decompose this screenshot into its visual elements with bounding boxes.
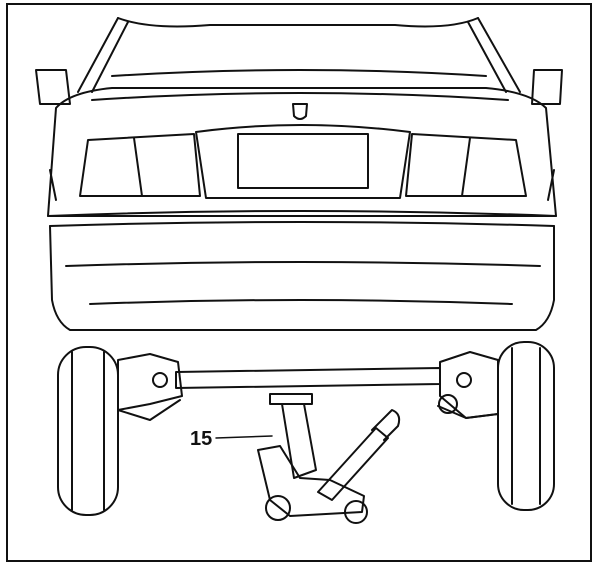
left-hub-bolt [152, 372, 168, 388]
body-outline [47, 87, 557, 217]
right-tail-light [405, 133, 527, 197]
jack-lift-arm [281, 403, 317, 479]
trunk-lid-line [91, 92, 509, 101]
rear-axle-assembly [57, 341, 555, 516]
bumper-valance [89, 299, 513, 305]
jack-saddle [269, 393, 313, 405]
bumper-lower-line [65, 261, 541, 267]
bumper-body [49, 225, 555, 331]
jack-wheel-right [344, 500, 368, 524]
right-wheel-tread [511, 347, 541, 505]
left-c-pillar [77, 17, 129, 93]
right-wheel [497, 341, 555, 511]
car-rear-view [35, 17, 563, 331]
jack-body [257, 445, 365, 517]
left-side-reflector [49, 169, 57, 201]
left-tail-light-divider [133, 137, 143, 197]
license-plate [237, 133, 369, 189]
left-hub-assembly [117, 353, 183, 411]
right-spring-seat [438, 394, 458, 414]
license-plate-recess [195, 124, 411, 199]
bumper-top [47, 210, 557, 217]
axle-beam [175, 367, 441, 389]
floor-jack [257, 393, 401, 524]
bumper-line [49, 221, 555, 227]
rear-deck-line [111, 69, 487, 77]
left-trailing-arm [117, 399, 181, 421]
right-c-pillar [467, 17, 521, 93]
badge-emblem [292, 103, 308, 120]
jack-wheel-left [265, 495, 291, 521]
callout-15: 15 [190, 428, 273, 450]
left-tail-light [79, 133, 201, 197]
left-mirror [35, 69, 71, 105]
left-wheel-tread [71, 351, 105, 511]
right-trailing-arm [437, 405, 499, 419]
right-hub-bolt [456, 372, 472, 388]
rear-window-outline [117, 17, 479, 28]
left-wheel [57, 346, 119, 516]
right-side-reflector [547, 169, 555, 201]
jack-handle-grip [371, 409, 401, 441]
callout-leader-line [215, 435, 273, 439]
callout-label: 15 [190, 428, 212, 450]
right-mirror [531, 69, 563, 105]
jack-handle [317, 427, 389, 501]
right-tail-light-divider [461, 137, 471, 197]
